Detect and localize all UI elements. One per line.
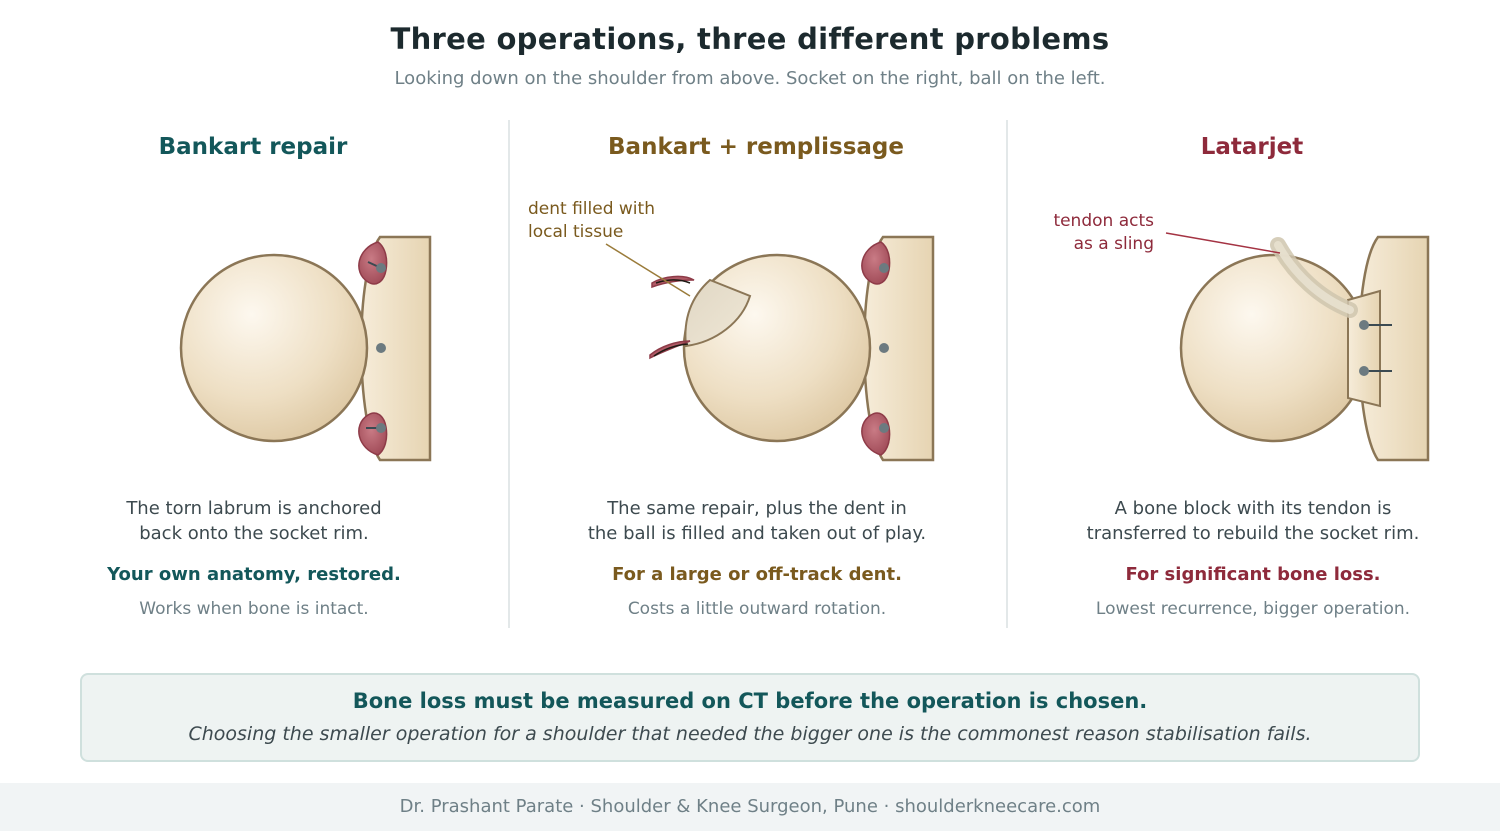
annotation-sling-line1: tendon acts — [1053, 211, 1154, 231]
shoulder-diagrams: dent filled with local tissue tendon act… — [179, 199, 1430, 462]
callout-body: Choosing the smaller operation for a sho… — [188, 723, 1312, 745]
column-note-latarjet: Lowest recurrence, bigger operation. — [1095, 599, 1411, 619]
column-verdict-latarjet: For significant bone loss. — [1125, 564, 1381, 585]
latarjet-diagram: tendon acts as a sling — [1053, 211, 1430, 462]
anchor-bottom — [879, 423, 889, 433]
column-title-remplissage: Bankart + remplissage — [608, 134, 904, 160]
anchor-middle — [879, 343, 889, 353]
labrum-top — [358, 241, 388, 285]
column-title-latarjet: Latarjet — [1200, 134, 1304, 160]
column-verdict-remplissage: For a large or off-track dent. — [612, 564, 902, 585]
column-divider — [508, 120, 510, 628]
column-description-bankart: The torn labrum is anchored back onto th… — [126, 498, 382, 544]
column-note-bankart: Works when bone is intact. — [139, 599, 369, 619]
footer-credit: Dr. Prashant Parate · Shoulder & Knee Su… — [399, 796, 1101, 817]
screw-head-bottom — [1359, 366, 1369, 376]
column-divider — [1006, 120, 1008, 628]
anchor-top — [879, 263, 889, 273]
page-title: Three operations, three different proble… — [390, 22, 1110, 56]
column-verdict-bankart: Your own anatomy, restored. — [107, 564, 401, 585]
column-description-remplissage: The same repair, plus the dent in the ba… — [587, 498, 927, 544]
screw-head-top — [1359, 320, 1369, 330]
annotation-leader-line — [605, 243, 691, 297]
anchor-top — [376, 263, 386, 273]
filled-dent — [684, 278, 752, 348]
remplissage-diagram: dent filled with local tissue — [528, 199, 935, 462]
anchor-bottom — [376, 423, 386, 433]
labrum-top — [861, 241, 891, 285]
annotation-dent-line1: dent filled with — [528, 199, 655, 219]
column-description-latarjet: A bone block with its tendon is transfer… — [1086, 498, 1420, 544]
column-note-remplissage: Costs a little outward rotation. — [627, 599, 887, 619]
humeral-head — [1179, 253, 1369, 443]
column-title-bankart: Bankart repair — [158, 134, 348, 160]
annotation-dent-line2: local tissue — [528, 222, 623, 242]
page-subtitle: Looking down on the shoulder from above.… — [394, 68, 1106, 89]
key-message-callout: Bone loss must be measured on CT before … — [80, 673, 1420, 762]
labrum-bottom — [861, 412, 891, 456]
annotation-sling-line2: as a sling — [1074, 234, 1154, 254]
anchor-middle — [376, 343, 386, 353]
annotation-leader-line — [1165, 232, 1281, 254]
labrum-bottom — [358, 412, 388, 456]
callout-headline: Bone loss must be measured on CT before … — [352, 689, 1148, 713]
humeral-head — [179, 253, 369, 443]
bone-block — [1347, 289, 1381, 408]
bankart-diagram — [179, 235, 432, 462]
footer: Dr. Prashant Parate · Shoulder & Knee Su… — [0, 783, 1500, 831]
